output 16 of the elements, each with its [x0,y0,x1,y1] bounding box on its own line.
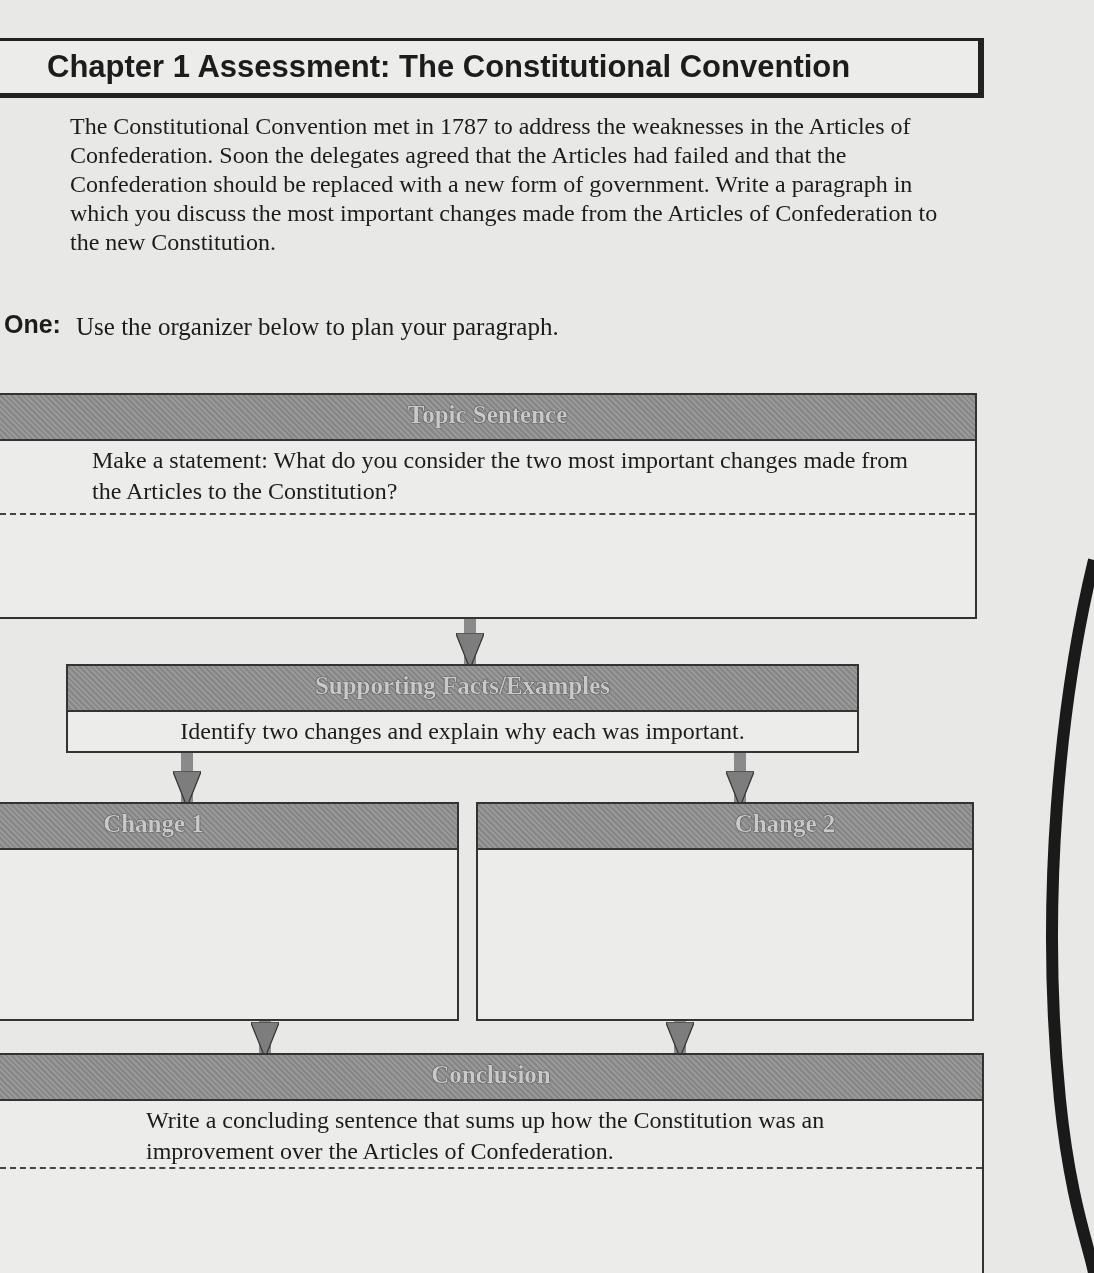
section-heading: Topic Sentence [0,395,975,441]
organizer-box [0,802,459,1021]
instruction-text: Use the organizer below to plan your paragraph. [76,312,560,341]
prompt-text: Make a statement: What do you consider the two most important changes made from the Articles to the Constitution? [91,446,909,506]
instruction-paragraph: The Constitutional Convention met in 1787 to address the weaknesses in the Articles of Confederation. Soon the delegates agreed that the Articles had failed and that the Confederation should be replaced with a new form of government. Write a paragraph in which you discuss the most important changes made from the Articles of Confederation to the new Constitution. [70,112,939,257]
part-label: One: [4,310,62,339]
organizer-box [0,1053,984,1273]
prompt-text: Write a concluding sentence that sums up how the Constitution was an improvement over the Articles of Confederation. [145,1106,826,1166]
section-heading: Conclusion [0,1055,982,1101]
prompt-text: Identify two changes and explain why each was important. [179,717,746,746]
section-heading: Change 1 [0,804,457,850]
worksheet-title: Chapter 1 Assessment: The Constitutional Convention [0,38,984,98]
organizer-box [476,802,974,1021]
section-heading: Supporting Facts/Examples [68,666,857,712]
organizer-box [66,664,859,753]
organizer-box [0,393,977,619]
